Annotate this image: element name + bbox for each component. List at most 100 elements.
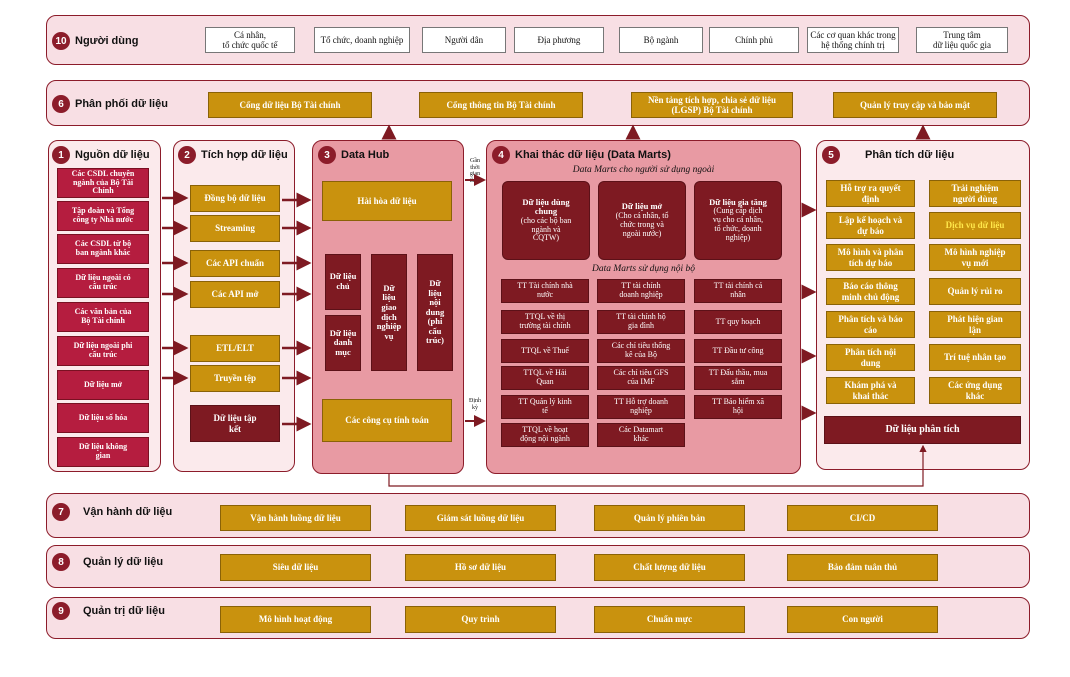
governance-box: Quy trình [405, 606, 556, 633]
distribution-number: 6 [52, 95, 70, 113]
integration-box: Đồng bộ dữ liệu [190, 185, 280, 212]
marts-title: Khai thác dữ liệu (Data Marts) [515, 149, 671, 161]
hub-number: 3 [318, 146, 336, 164]
external-mart-title: Dữ liệu mở [621, 201, 663, 212]
analytics-number: 5 [822, 146, 840, 164]
sources-heading: 1 Nguồn dữ liệu [52, 146, 150, 164]
hub-heading: 3 Data Hub [318, 146, 389, 164]
internal-mart-box: TTQL về Hải Quan [501, 366, 589, 390]
catalog-data-box: Dữ liệu danh mục [325, 315, 361, 371]
governance-number: 9 [52, 602, 70, 620]
source-box: Tập đoàn và Tổng công ty Nhà nước [57, 201, 149, 231]
internal-mart-box: TTQL về thị trường tài chính [501, 310, 589, 334]
distribution-box: Quản lý truy cập và bảo mật [833, 92, 997, 118]
source-box: Các văn bản của Bộ Tài chính [57, 302, 149, 332]
external-mart-box: Dữ liệu dùng chung(cho các bộ ban ngành … [502, 181, 590, 260]
user-box: Cá nhân, tổ chức quốc tế [205, 27, 295, 53]
operations-box: CI/CD [787, 505, 938, 531]
sources-title: Nguồn dữ liệu [75, 149, 150, 161]
analytics-right-box: Trải nghiệm người dùng [929, 180, 1021, 207]
operations-box: Giám sát luồng dữ liệu [405, 505, 556, 531]
user-box: Địa phương [514, 27, 604, 53]
governance-box: Mô hình hoạt động [220, 606, 371, 633]
source-box: Dữ liệu mở [57, 370, 149, 400]
integration-title: Tích hợp dữ liệu [201, 149, 288, 161]
distribution-box: Cổng dữ liệu Bộ Tài chính [208, 92, 372, 118]
governance-title: Quản trị dữ liệu [83, 605, 165, 617]
integration-heading: 2 Tích hợp dữ liệu [178, 146, 288, 164]
user-box: Chính phủ [709, 27, 799, 53]
marts-heading: 4 Khai thác dữ liệu (Data Marts) [492, 146, 671, 164]
analytics-right-box: Các ứng dụng khác [929, 377, 1021, 404]
integration-box: Các API mở [190, 281, 280, 308]
source-box: Dữ liệu số hóa [57, 403, 149, 433]
analytics-left-box: Lập kế hoạch và dự báo [826, 212, 915, 239]
analytics-data-box: Dữ liệu phân tích [824, 416, 1021, 444]
user-box: Các cơ quan khác trong hệ thống chính tr… [807, 27, 899, 53]
external-mart-desc: (Cho cá nhân, tổ chức trong và ngoài nướ… [615, 210, 669, 238]
user-box: Bộ ngành [619, 27, 703, 53]
source-box: Các CSDL từ bộ ban ngành khác [57, 234, 149, 264]
internal-mart-box: TT quy hoạch [694, 310, 782, 334]
integration-box: Streaming [190, 215, 280, 242]
analytics-right-box: Trí tuệ nhân tạo [929, 344, 1021, 371]
internal-mart-box: TT tài chính doanh nghiệp [597, 279, 685, 303]
analytics-right-box: Phát hiện gian lận [929, 311, 1021, 338]
staging-data-box: Dữ liệu tập kết [190, 405, 280, 442]
internal-mart-box: TT tài chính hộ gia đình [597, 310, 685, 334]
analytics-right-box: Mô hình nghiệp vụ mới [929, 244, 1021, 271]
internal-mart-box: TTQL về Thuế [501, 339, 589, 363]
analytics-right-box: Quản lý rủi ro [929, 278, 1021, 305]
internal-mart-box: TT Quản lý kinh tế [501, 395, 589, 419]
management-box: Bảo đảm tuân thủ [787, 554, 938, 581]
internal-mart-box: TT Hỗ trợ doanh nghiệp [597, 395, 685, 419]
master-data-box: Dữ liệu chủ [325, 254, 361, 310]
internal-mart-box: TT Đầu tư công [694, 339, 782, 363]
user-box: Trung tâm dữ liệu quốc gia [916, 27, 1008, 53]
analytics-left-box: Phân tích và báo cáo [826, 311, 915, 338]
operations-number: 7 [52, 503, 70, 521]
internal-mart-box: Các chỉ tiêu GFS của IMF [597, 366, 685, 390]
external-mart-desc: (cho các bộ ban ngành và CQTW) [520, 215, 572, 243]
management-box: Chất lượng dữ liệu [594, 554, 745, 581]
source-box: Các CSDL chuyên ngành của Bộ Tài Chính [57, 168, 149, 198]
analytics-right-box: Dịch vụ dữ liệu [929, 212, 1021, 239]
distribution-box: Cổng thông tin Bộ Tài chính [419, 92, 583, 118]
integration-box: Các API chuẩn [190, 250, 280, 277]
analytics-heading: 5 Phân tích dữ liệu [822, 146, 954, 164]
operations-title: Vận hành dữ liệu [83, 506, 173, 518]
internal-mart-box: TT Bảo hiểm xã hội [694, 395, 782, 419]
external-mart-desc: (Cung cấp dịch vụ cho cá nhân, tổ chức, … [712, 206, 764, 243]
internal-mart-box: Các Datamart khác [597, 423, 685, 447]
analytics-left-box: Báo cáo thông minh chủ động [826, 278, 915, 305]
external-mart-title: Dữ liệu dùng chung [522, 196, 570, 217]
integration-number: 2 [178, 146, 196, 164]
users-heading: 10 Người dùng [52, 32, 138, 50]
internal-mart-box: TTQL về hoạt động nội ngành [501, 423, 589, 447]
management-number: 8 [52, 553, 70, 571]
analytics-title: Phân tích dữ liệu [865, 149, 955, 161]
flow-arrow [388, 444, 927, 487]
users-title: Người dùng [75, 35, 139, 47]
source-box: Dữ liệu ngoài phi cấu trúc [57, 336, 149, 366]
unstructured-data-box: Dữ liệu nội dung (phi cấu trúc) [417, 254, 453, 371]
governance-box: Chuẩn mực [594, 606, 745, 633]
analytics-left-box: Hỗ trợ ra quyết định [826, 180, 915, 207]
analytics-left-box: Mô hình và phân tích dự báo [826, 244, 915, 271]
user-box: Người dân [422, 27, 506, 53]
internal-mart-box: TT Tài chính nhà nước [501, 279, 589, 303]
user-box: Tổ chức, doanh nghiệp [314, 27, 410, 53]
external-mart-title: Dữ liệu gia tăng [709, 196, 767, 207]
users-number: 10 [52, 32, 70, 50]
hub-title: Data Hub [341, 149, 390, 161]
compute-tools-box: Các công cụ tính toán [322, 399, 452, 442]
transaction-data-box: Dữ liệu giao dịch nghiệp vụ [371, 254, 407, 371]
distribution-title: Phân phối dữ liệu [75, 98, 168, 110]
internal-marts-title: Data Marts sử dụng nội bộ [591, 264, 696, 274]
external-marts-title: Data Marts cho người sử dụng ngoài [572, 165, 715, 175]
integration-box: Truyền tệp [190, 365, 280, 392]
source-box: Dữ liệu không gian [57, 437, 149, 467]
external-mart-box: Dữ liệu gia tăng(Cung cấp dịch vụ cho cá… [694, 181, 782, 260]
operations-heading: 7 Vận hành dữ liệu [52, 503, 172, 521]
